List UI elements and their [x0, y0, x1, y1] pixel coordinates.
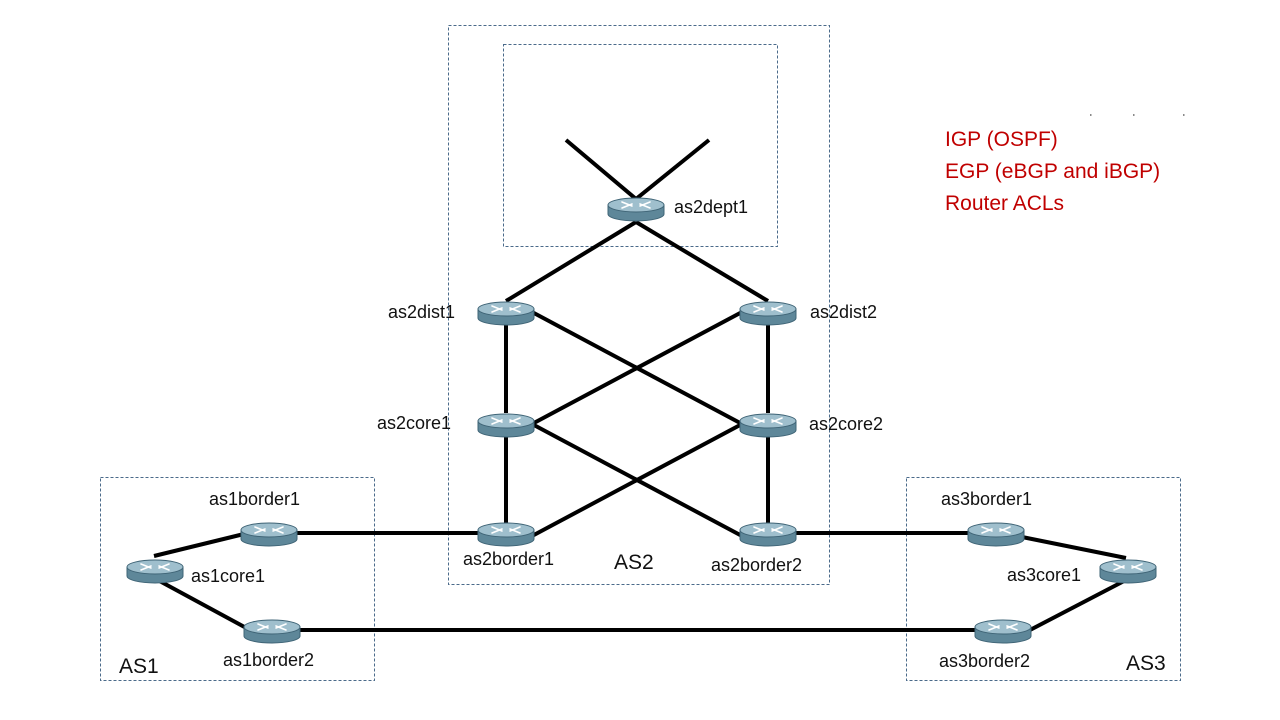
as3-boundary-box	[906, 477, 1181, 681]
link-as1core1-as1border2	[153, 576, 251, 632]
routers-layer	[126, 197, 1157, 644]
router-label-as2dist2: as2dist2	[810, 302, 878, 322]
router-label-as1core1: as1core1	[191, 566, 266, 586]
link-as2dept1-as2dist2	[634, 220, 770, 303]
router-label-as3core1: as3core1	[1007, 565, 1082, 585]
router-label-as1border2: as1border2	[223, 650, 315, 670]
legend-item-acls: Router ACLs	[945, 192, 1065, 215]
router-label-as3border1: as3border1	[941, 489, 1033, 509]
router-icon-as2border2	[739, 522, 797, 547]
router-icon-as2dist2	[739, 301, 797, 326]
as-label-as1: AS1	[119, 655, 159, 678]
legend-item-egp: EGP (eBGP and iBGP)	[945, 160, 1161, 183]
router-label-as2core2: as2core2	[809, 414, 884, 434]
router-icon-as1core1	[126, 559, 184, 584]
link-as3border2-as3core1	[1029, 578, 1127, 632]
as2-dept-boundary-box	[503, 44, 778, 247]
as2-boundary-box	[448, 25, 830, 585]
dept-uplinks	[564, 138, 711, 201]
as1-boundary-box	[100, 477, 375, 681]
faint-marks	[1090, 114, 1185, 116]
links-layer	[153, 220, 1127, 632]
router-label-as2dist1: as2dist1	[388, 302, 456, 322]
router-label-as1border1: as1border1	[209, 489, 301, 509]
as-label-as2: AS2	[614, 551, 654, 574]
link-as3border1-as3core1	[1021, 535, 1127, 560]
router-icon-as2dept1	[607, 197, 665, 222]
as-label-as3: AS3	[1126, 652, 1166, 675]
router-label-as2border2: as2border2	[711, 555, 803, 575]
router-label-as2core1: as2core1	[377, 413, 452, 433]
protocol-legend: IGP (OSPF) EGP (eBGP and iBGP) Router AC…	[945, 124, 1160, 220]
link-as1core1-as1border1	[153, 532, 245, 558]
link-as2dist2-as2core1	[531, 310, 743, 426]
router-icon-as2core2	[739, 413, 797, 438]
link-as2core2-as2border1	[531, 422, 743, 538]
link-as2dept1-as2dist1	[504, 220, 638, 303]
router-icon-as3border2	[974, 619, 1032, 644]
router-icon-as2border1	[477, 522, 535, 547]
router-icon-as3core1	[1099, 559, 1157, 584]
router-icon-as3border1	[967, 522, 1025, 547]
router-label-as2border1: as2border1	[463, 549, 555, 569]
router-icon-as1border1	[240, 522, 298, 547]
router-icon-as2core1	[477, 413, 535, 438]
router-label-as3border2: as3border2	[939, 651, 1031, 671]
legend-item-igp: IGP (OSPF)	[945, 128, 1058, 151]
router-icon-as2dist1	[477, 301, 535, 326]
router-label-as2dept1: as2dept1	[674, 197, 749, 217]
router-icon-as1border2	[243, 619, 301, 644]
